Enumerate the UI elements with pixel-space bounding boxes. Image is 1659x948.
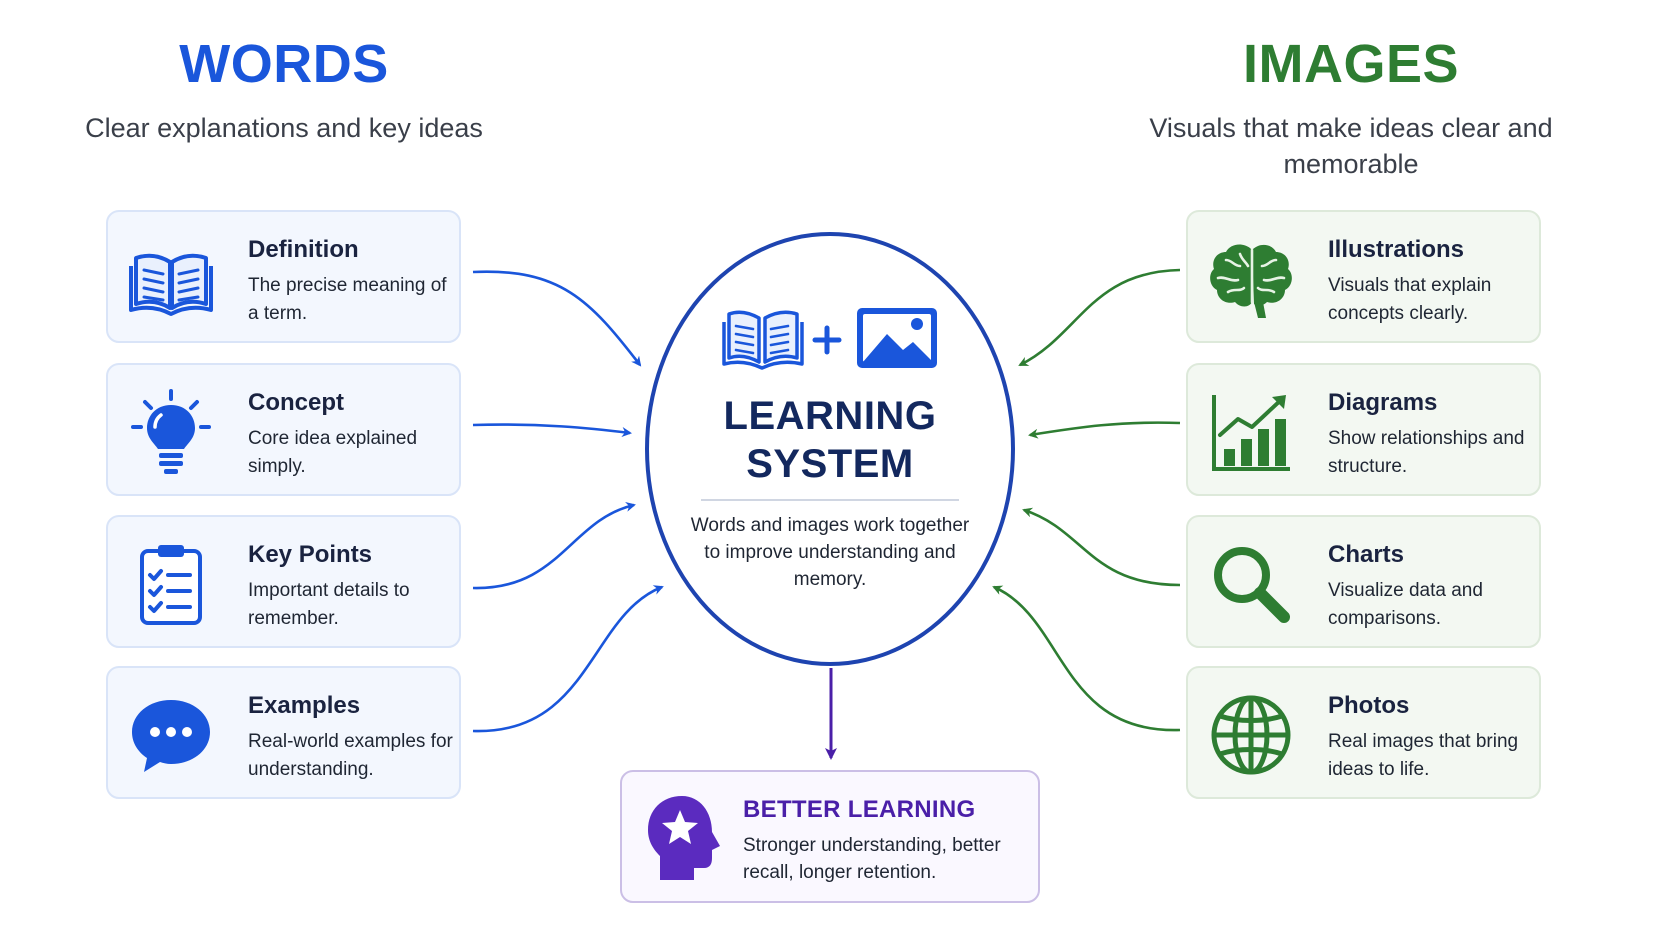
arrow-concept: [472, 423, 632, 437]
checklist-clipboard-icon: [128, 541, 214, 627]
card-illustrations: Illustrations Visuals that explain conce…: [1186, 210, 1541, 343]
card-title: Key Points: [248, 541, 373, 568]
card-title: Diagrams: [1328, 389, 1438, 416]
card-diagrams: Diagrams Show relationships and structur…: [1186, 363, 1541, 496]
bar-chart-trend-icon: [1208, 389, 1294, 475]
arrow-examples: [472, 585, 664, 733]
head-star-icon: [642, 792, 728, 884]
card-text: Visuals that explain concepts clearly.: [1328, 275, 1492, 324]
globe-icon: [1208, 692, 1294, 778]
images-subtitle: Visuals that make ideas clear and memora…: [1149, 113, 1553, 179]
center-icons: [721, 302, 943, 372]
card-title: Examples: [248, 692, 361, 719]
lightbulb-icon: [128, 389, 214, 475]
card-text: Show relationships and structure.: [1328, 428, 1525, 477]
arrow-charts: [1022, 507, 1181, 587]
picture-icon: [857, 308, 937, 368]
images-heading: IMAGES Visuals that make ideas clear and…: [1121, 34, 1581, 182]
card-title: Concept: [248, 389, 344, 416]
open-book-icon: [128, 236, 214, 322]
card-charts: Charts Visualize data and comparisons.: [1186, 515, 1541, 648]
card-text: Core idea explained simply.: [248, 428, 418, 477]
words-heading: WORDS Clear explanations and key ideas: [54, 34, 514, 146]
result-title: BETTER LEARNING: [743, 796, 976, 823]
card-concept: Concept Core idea explained simply.: [106, 363, 461, 496]
brain-icon: [1208, 236, 1294, 322]
chat-bubble-icon: [128, 692, 214, 778]
card-definition: Definition The precise meaning of a term…: [106, 210, 461, 343]
words-subtitle: Clear explanations and key ideas: [85, 113, 483, 143]
arrow-definition: [472, 270, 642, 367]
card-title: Illustrations: [1328, 236, 1465, 263]
card-title: Charts: [1328, 541, 1405, 568]
center-divider: [701, 499, 959, 501]
result-text: Stronger understanding, better recall, l…: [743, 835, 1001, 883]
arrow-photos: [992, 585, 1181, 732]
card-text: Important details to remember.: [248, 580, 410, 629]
open-book-icon: [722, 310, 804, 370]
learning-system-hub: LEARNING SYSTEM Words and images work to…: [645, 232, 1015, 666]
arrow-diagrams: [1028, 421, 1181, 439]
card-title: Photos: [1328, 692, 1410, 719]
card-text: The precise meaning of a term.: [248, 275, 447, 324]
plus-icon: [812, 325, 842, 355]
card-photos: Photos Real images that bring ideas to l…: [1186, 666, 1541, 799]
better-learning-box: BETTER LEARNING Stronger understanding, …: [620, 770, 1040, 903]
card-text: Visualize data and comparisons.: [1328, 580, 1483, 629]
card-examples: Examples Real-world examples for underst…: [106, 666, 461, 799]
arrow-illustrations: [1018, 268, 1181, 367]
images-title: IMAGES: [1242, 34, 1460, 94]
card-key-points: Key Points Important details to remember…: [106, 515, 461, 648]
card-text: Real-world examples for understanding.: [248, 731, 453, 780]
card-title: Definition: [248, 236, 359, 263]
card-text: Real images that bring ideas to life.: [1328, 731, 1519, 780]
center-description: Words and images work together to improv…: [690, 515, 970, 590]
center-title: LEARNING SYSTEM: [723, 394, 937, 486]
words-title: WORDS: [179, 34, 389, 94]
magnifier-icon: [1208, 541, 1294, 627]
arrow-key-points: [472, 501, 636, 590]
